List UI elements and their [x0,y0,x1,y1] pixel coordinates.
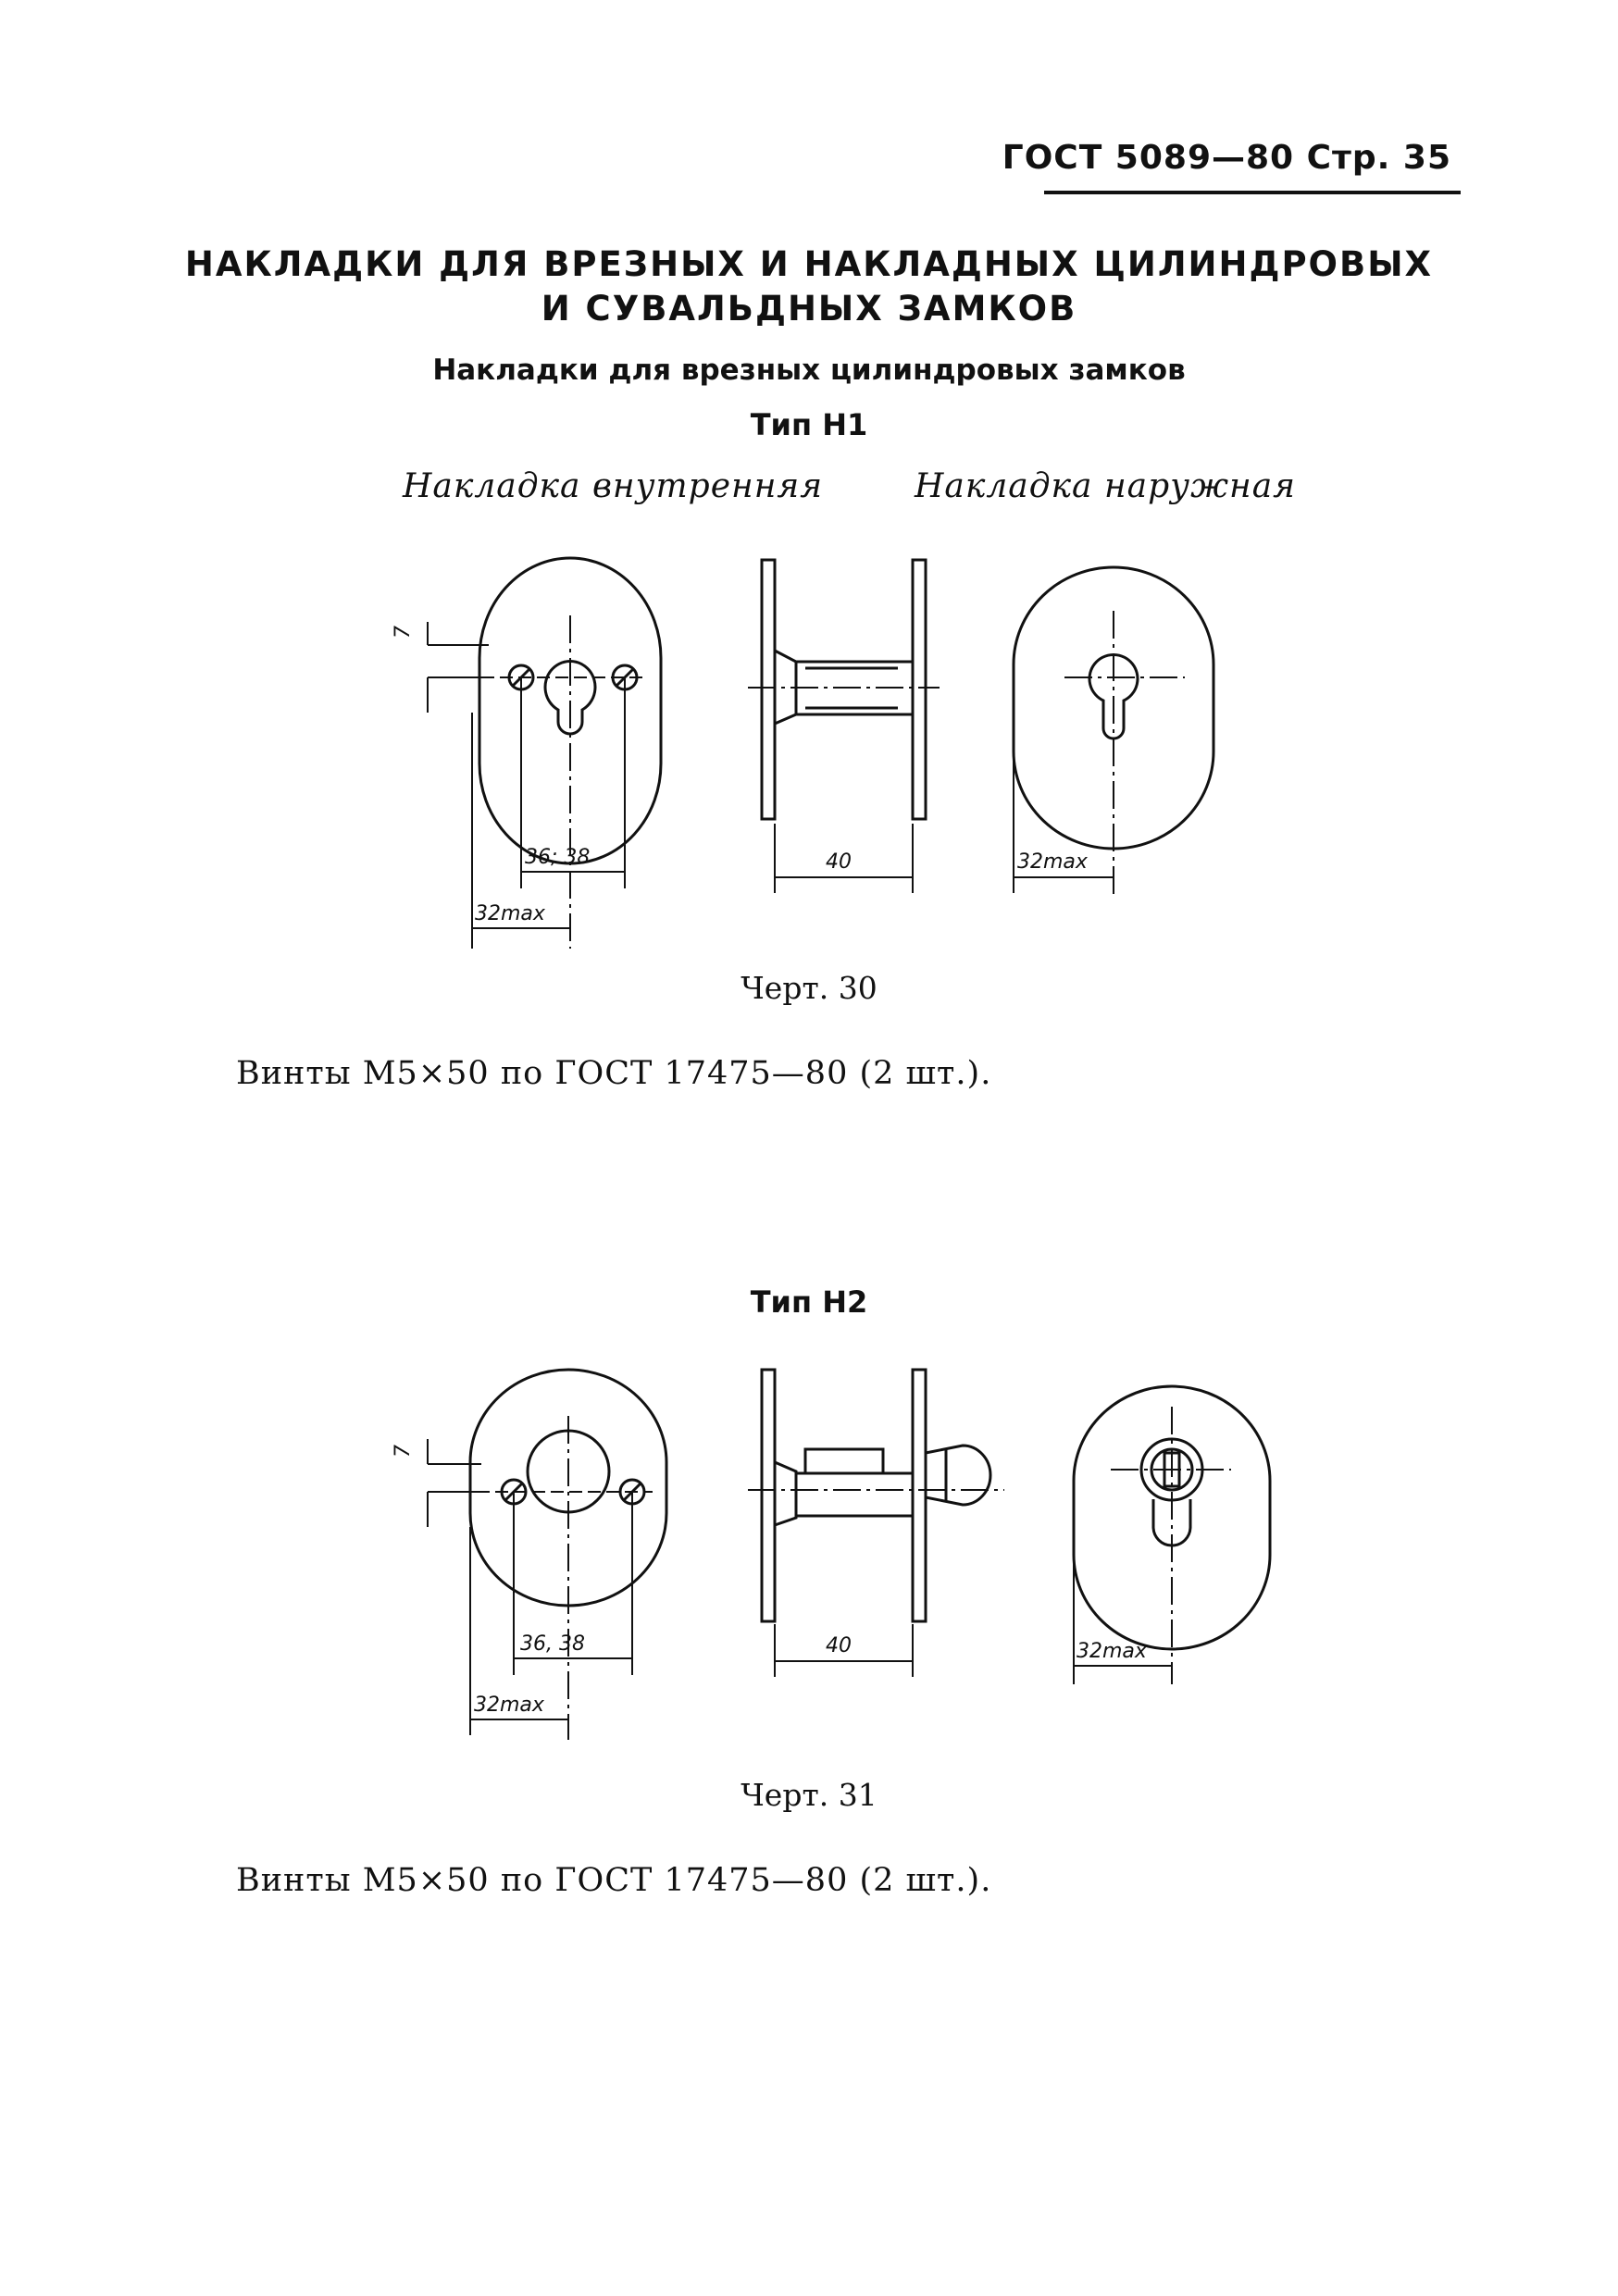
title-line-2: И СУВАЛЬДНЫХ ЗАМКОВ [541,289,1077,329]
figure1-screws-note: Винты М5×50 по ГОСТ 17475—80 (2 шт.). [236,1055,992,1092]
section-subtitle: Накладки для врезных цилиндровых замков [432,354,1186,387]
fig2-outer-dimension-lines [1073,1407,1231,1684]
fig1-dim-32max: 32max [475,902,546,925]
inner-plate-caption: Накладка внутренняя [403,467,824,505]
type-label-h1: Тип Н1 [750,407,868,442]
title-line-1: НАКЛАДКИ ДЛЯ ВРЕЗНЫХ И НАКЛАДНЫХ ЦИЛИНДР… [184,244,1434,284]
fig2-dim-32max: 32max [474,1694,545,1717]
fig1-dim-7: 7 [392,626,415,639]
fig2-outer-dim-32max: 32max [1077,1640,1148,1663]
fig1-side-view-centerline [748,687,940,893]
fig2-side-view [760,1368,992,1623]
fig1-outer-dimension-lines [1013,611,1185,898]
page-header: ГОСТ 5089—80 Стр. 35 [1002,139,1451,177]
fig1-side-view [760,558,927,821]
outer-plate-caption: Накладка наружная [915,467,1296,505]
figure2-caption: Черт. 31 [741,1777,877,1813]
fig1-outer-plate [1012,565,1215,850]
fig1-dim-40: 40 [826,850,852,874]
fig1-outer-dim-32max: 32max [1017,850,1089,874]
fig2-dim-40: 40 [826,1634,852,1657]
page-title: НАКЛАДКИ ДЛЯ ВРЕЗНЫХ И НАКЛАДНЫХ ЦИЛИНДР… [0,242,1618,331]
fig2-dim-36-38: 36, 38 [520,1632,585,1656]
fig1-dim-36-38: 36; 38 [525,846,590,869]
type-label-h2: Тип Н2 [750,1285,868,1320]
fig1-inner-dimension-lines [427,615,648,949]
figure1-caption: Черт. 30 [741,970,877,1006]
fig2-dim-7: 7 [392,1445,415,1458]
fig2-inner-dimension-lines [427,1416,653,1740]
header-rule [1044,191,1461,194]
figure2-screws-note: Винты М5×50 по ГОСТ 17475—80 (2 шт.). [236,1862,992,1899]
fig2-side-view-centerline [748,1489,1004,1677]
